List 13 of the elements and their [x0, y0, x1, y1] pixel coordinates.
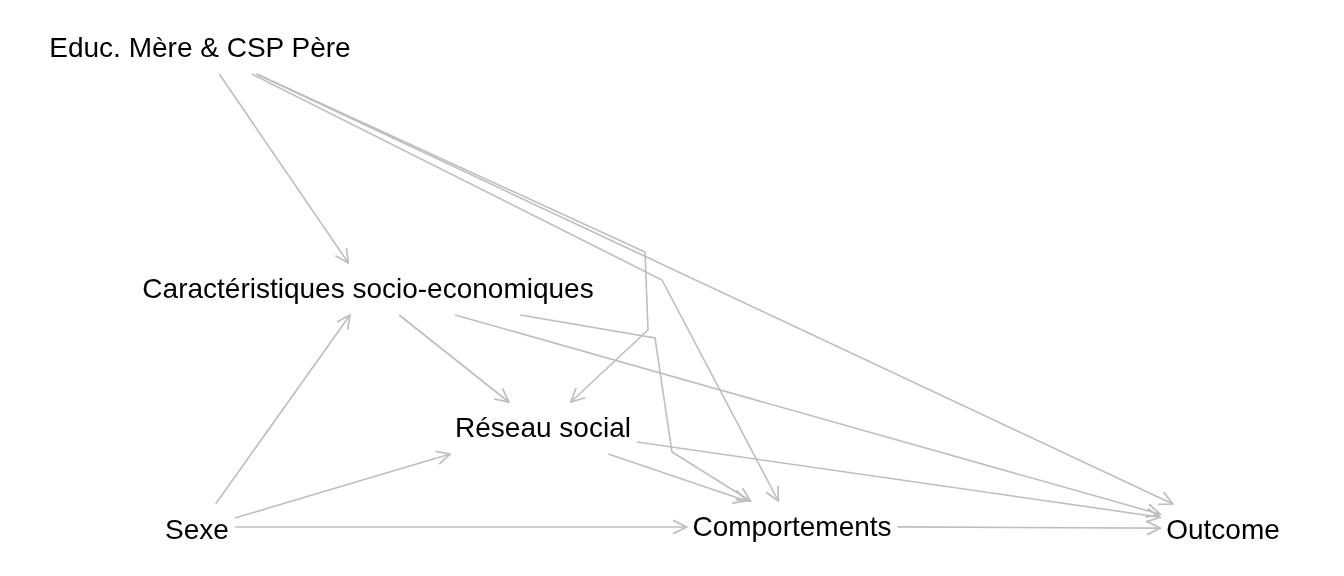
- arrow: [218, 73, 350, 264]
- arrow: [214, 314, 351, 505]
- arrow: [234, 519, 688, 535]
- arrow: [255, 73, 1174, 506]
- arrow: [896, 520, 1162, 536]
- arrow: [398, 314, 510, 403]
- arrow: [234, 450, 451, 519]
- arrow: [636, 441, 1162, 523]
- arrow: [519, 314, 752, 502]
- arrow: [454, 314, 1162, 518]
- arrow: [251, 73, 780, 502]
- arrow: [607, 453, 748, 504]
- arrow: [255, 73, 649, 403]
